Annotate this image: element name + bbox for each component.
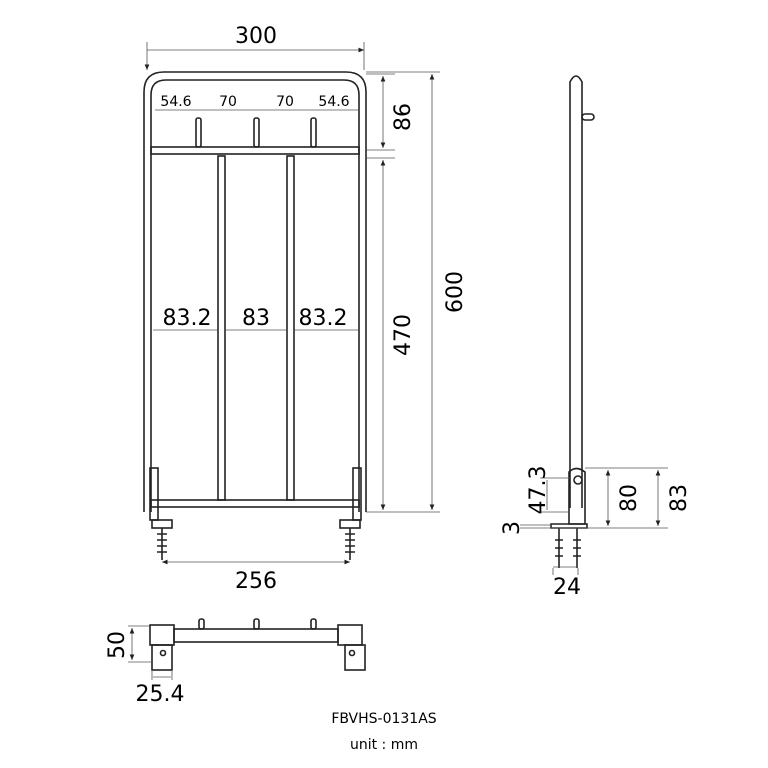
dim-bracket-screw: 47.3 <box>526 466 551 515</box>
dim-foot-spacing: 256 <box>235 569 277 594</box>
dim-total-height: 600 <box>443 271 468 313</box>
brackets <box>149 467 362 560</box>
hooks <box>195 117 317 148</box>
dim-top-4: 54.6 <box>318 94 349 110</box>
dim-top-height: 86 <box>391 103 416 131</box>
side-view: 47.3 80 83 3 24 <box>500 75 692 600</box>
dim-bar-1: 83.2 <box>163 306 212 331</box>
model-number: FBVHS-0131AS <box>331 711 436 727</box>
dim-top-3: 70 <box>276 94 294 110</box>
dim-bar-3: 83.2 <box>299 306 348 331</box>
dim-width: 300 <box>235 24 277 49</box>
dim-plate: 3 <box>500 521 525 535</box>
front-view: 300 54.6 70 70 54.6 86 470 600 83.2 83 8… <box>144 24 468 594</box>
dim-top-2: 70 <box>219 94 237 110</box>
dim-bar-2: 83 <box>242 306 270 331</box>
dim-bracket-height: 80 <box>617 484 642 512</box>
dim-top-1: 54.6 <box>160 94 191 110</box>
dim-bracket-width: 25.4 <box>136 682 185 707</box>
dim-lower-height: 470 <box>391 314 416 356</box>
unit-label: unit : mm <box>350 737 418 753</box>
dim-depth: 50 <box>105 631 130 659</box>
bottom-view: 50 25.4 <box>105 618 366 707</box>
dim-side-foot-spacing: 24 <box>553 575 581 600</box>
dim-overall: 83 <box>667 484 692 512</box>
